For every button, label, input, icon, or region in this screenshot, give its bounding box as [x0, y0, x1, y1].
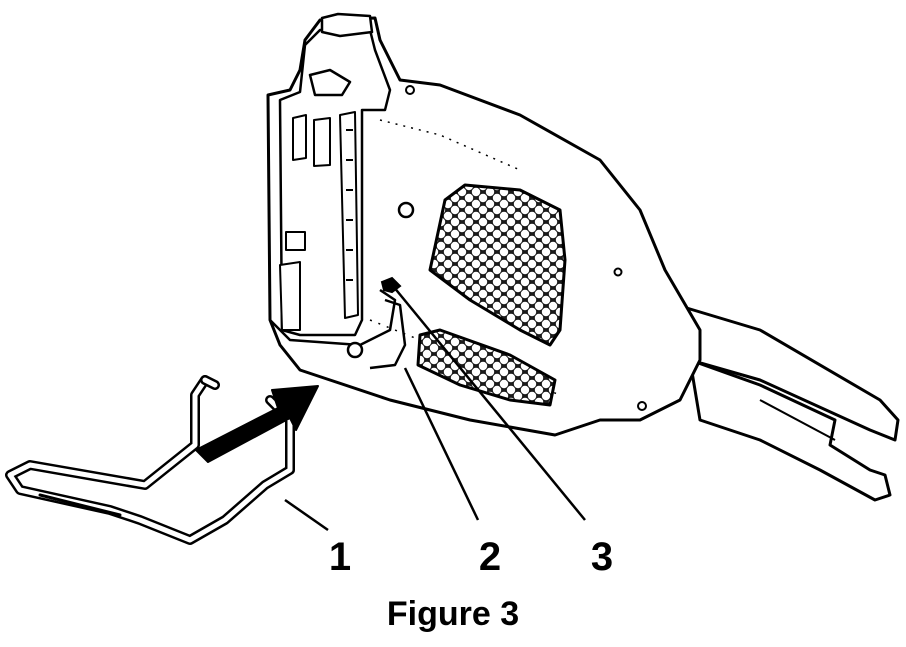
shaft	[658, 298, 900, 502]
leader-2	[403, 367, 480, 521]
leader-3	[392, 285, 586, 521]
leader-1	[284, 498, 329, 532]
vent-grille-lower	[416, 328, 557, 407]
vent-grille-upper	[428, 183, 567, 347]
figure-caption: Figure 3	[386, 595, 520, 633]
callout-3: 3	[591, 535, 613, 579]
callout-leaders	[284, 285, 586, 532]
wire-stand	[5, 375, 295, 545]
insert-direction-arrow	[195, 385, 319, 463]
callout-2: 2	[479, 535, 501, 579]
callout-1: 1	[329, 535, 351, 579]
